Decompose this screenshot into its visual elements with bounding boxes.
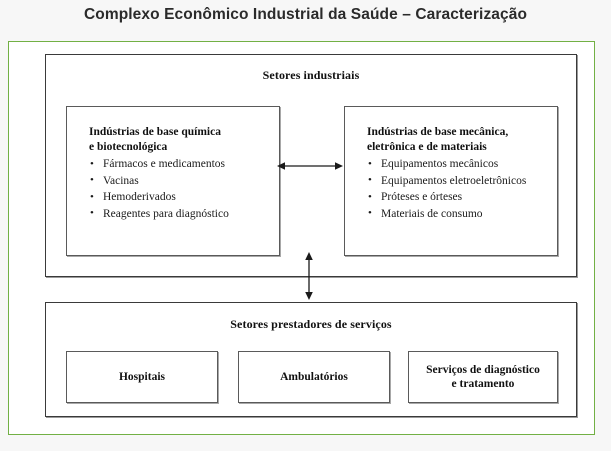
list-item: Próteses e órteses xyxy=(367,189,547,206)
service-box-diagnostico: Serviços de diagnóstico e tratamento xyxy=(408,351,558,403)
chemical-biotech-title-line1: Indústrias de base química xyxy=(89,126,221,138)
list-item: Fármacos e medicamentos xyxy=(89,156,269,173)
mechanical-electronic-content: Indústrias de base mecânica, eletrônica … xyxy=(345,107,557,222)
chemical-biotech-box: Indústrias de base química e biotecnológ… xyxy=(66,106,280,256)
page-title: Complexo Econômico Industrial da Saúde –… xyxy=(83,6,528,23)
service-sectors-header: Setores prestadores de serviços xyxy=(230,317,392,331)
list-item: Equipamentos eletroeletrônicos xyxy=(367,172,547,190)
service-box-ambulatorios: Ambulatórios xyxy=(238,351,390,403)
industrial-sectors-header: Setores industriais xyxy=(262,68,360,82)
chemical-biotech-title: Indústrias de base química e biotecnológ… xyxy=(89,125,269,154)
industrial-sectors-panel: Setores industriais Indústrias de base q… xyxy=(45,54,577,277)
service-box-hospitais: Hospitais xyxy=(66,351,218,403)
list-item: Equipamentos mecânicos xyxy=(367,156,547,173)
chemical-biotech-list: Fármacos e medicamentos Vacinas Hemoderi… xyxy=(89,156,269,222)
list-item: Hemoderivados xyxy=(89,189,269,206)
service-box-ambulatorios-label: Ambulatórios xyxy=(276,370,352,385)
service-box-hospitais-label: Hospitais xyxy=(115,370,169,385)
service-box-diagnostico-label: Serviços de diagnóstico e tratamento xyxy=(422,363,544,392)
service-box-hospitais-line1: Hospitais xyxy=(118,370,165,383)
service-sectors-panel: Setores prestadores de serviços Hospitai… xyxy=(45,302,577,417)
double-headed-arrow-horizontal-icon xyxy=(277,160,343,172)
service-box-diagnostico-line2: e tratamento xyxy=(451,378,515,390)
service-box-diagnostico-line1: Serviços de diagnóstico xyxy=(426,363,540,376)
double-headed-arrow-vertical-icon xyxy=(303,252,315,300)
list-item: Vacinas xyxy=(89,172,269,190)
mechanical-electronic-title: Indústrias de base mecânica, eletrônica … xyxy=(367,125,547,154)
mechanical-electronic-title-line2: eletrônica e de materiais xyxy=(367,140,487,153)
service-box-ambulatorios-line1: Ambulatórios xyxy=(280,370,348,383)
list-item: Reagentes para diagnóstico xyxy=(89,205,269,223)
diagram-frame: Setores industriais Indústrias de base q… xyxy=(8,41,595,435)
list-item: Materiais de consumo xyxy=(367,205,547,223)
chemical-biotech-content: Indústrias de base química e biotecnológ… xyxy=(67,107,279,222)
chemical-biotech-title-line2: e biotecnológica xyxy=(89,140,168,153)
mechanical-electronic-box: Indústrias de base mecânica, eletrônica … xyxy=(344,106,558,256)
mechanical-electronic-list: Equipamentos mecânicos Equipamentos elet… xyxy=(367,156,547,222)
mechanical-electronic-title-line1: Indústrias de base mecânica, xyxy=(367,126,509,138)
